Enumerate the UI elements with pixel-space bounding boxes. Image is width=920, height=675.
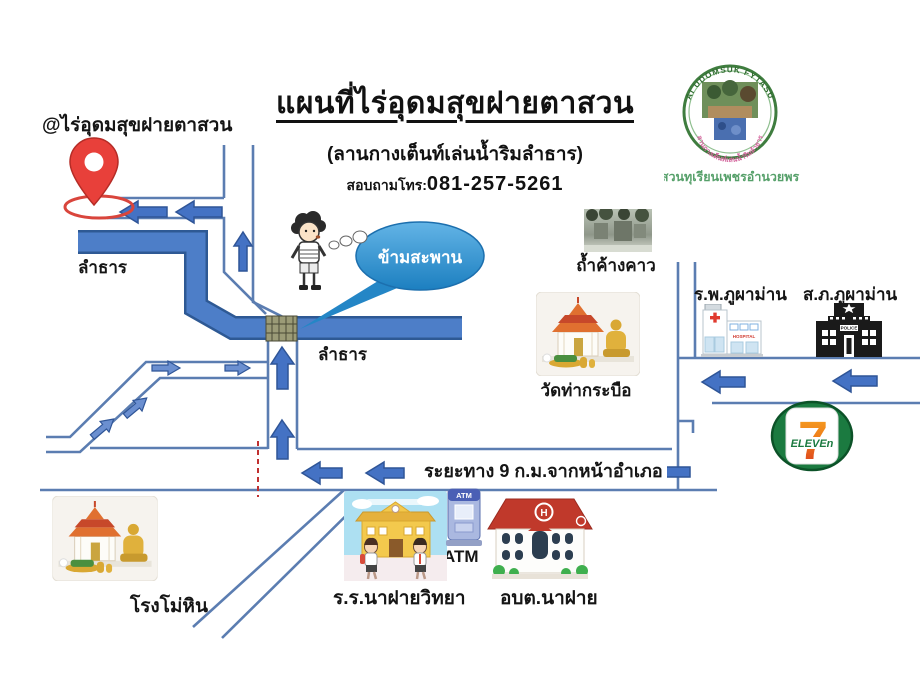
direction-arrows xyxy=(118,199,878,486)
small-arrows xyxy=(89,359,252,441)
hospital-label: ร.พ.ภูผาม่าน xyxy=(694,285,787,304)
farm-logo: RAI UDOMSUK FYTASUN ลานกางเต็นท์เล่นน้ำร… xyxy=(664,50,829,190)
hospital-sign-text: HOSPITAL xyxy=(733,334,756,339)
boy-cartoon xyxy=(290,211,327,290)
roads xyxy=(40,145,920,639)
police-station-icon: POLICE xyxy=(816,303,882,358)
hospital-icon: HOSPITAL xyxy=(701,304,763,357)
police-sign-text: POLICE xyxy=(841,326,858,331)
sao-nafai-label: อบต.นาฝาย xyxy=(500,588,598,609)
phone-line: สอบถามโทร:081-257-5261 xyxy=(235,173,675,197)
bridge-icon xyxy=(265,315,298,342)
map-header: แผนที่ไร่อุดมสุขฝายตาสวน (ลานกางเต็นท์เล… xyxy=(235,80,675,197)
speech-bubble-text: ข้ามสะพาน xyxy=(378,248,463,267)
atm-label: ATM xyxy=(443,547,479,566)
rock-mill-label: โรงโม่หิน xyxy=(130,596,208,617)
bat-cave-photo xyxy=(584,209,652,252)
temple-tha-krabue-image xyxy=(536,292,640,376)
police-station-label: ส.ภ.ภูผาม่าน xyxy=(803,285,898,304)
temple-label: วัดท่ากระบือ xyxy=(540,381,632,400)
atm-machine-icon: ATM xyxy=(446,487,482,546)
stream-label-upper: ลำธาร xyxy=(78,258,128,277)
bat-cave-label: ถ้ำค้างคาว xyxy=(576,256,656,275)
page-title: แผนที่ไร่อุดมสุขฝายตาสวน xyxy=(276,87,634,120)
southwest-temple-image xyxy=(52,496,158,581)
speech-bubble: ข้ามสะพาน xyxy=(300,221,485,329)
logo-caption: สวนทุเรียนเพชรอำนวยพร xyxy=(664,170,799,185)
phone-prefix: สอบถามโทร: xyxy=(346,177,427,193)
phone-number: 081-257-5261 xyxy=(426,173,564,195)
destination-pin-icon xyxy=(63,137,135,220)
seven-word: ELEVEn xyxy=(791,438,834,450)
school-label: ร.ร.นาฝายวิทยา xyxy=(333,588,466,609)
atm-machine-text: ATM xyxy=(456,491,472,500)
sao-nafai-building: H xyxy=(486,491,594,580)
destination-label: @ไร่อุดมสุขฝายตาสวน xyxy=(42,115,233,136)
logo-photo-stream xyxy=(714,118,746,140)
stream xyxy=(78,230,462,340)
page-subtitle: (ลานกางเต็นท์เล่นน้ำริมลำธาร) xyxy=(326,144,584,165)
helipad-mark: H xyxy=(540,508,547,519)
seven-eleven-logo: 7 ELEVEn xyxy=(770,400,854,472)
school-image xyxy=(344,491,447,581)
distance-note: ระยะทาง 9 ก.ม.จากหน้าอำเภอ xyxy=(420,456,667,485)
stream-label-lower: ลำธาร xyxy=(318,345,368,364)
